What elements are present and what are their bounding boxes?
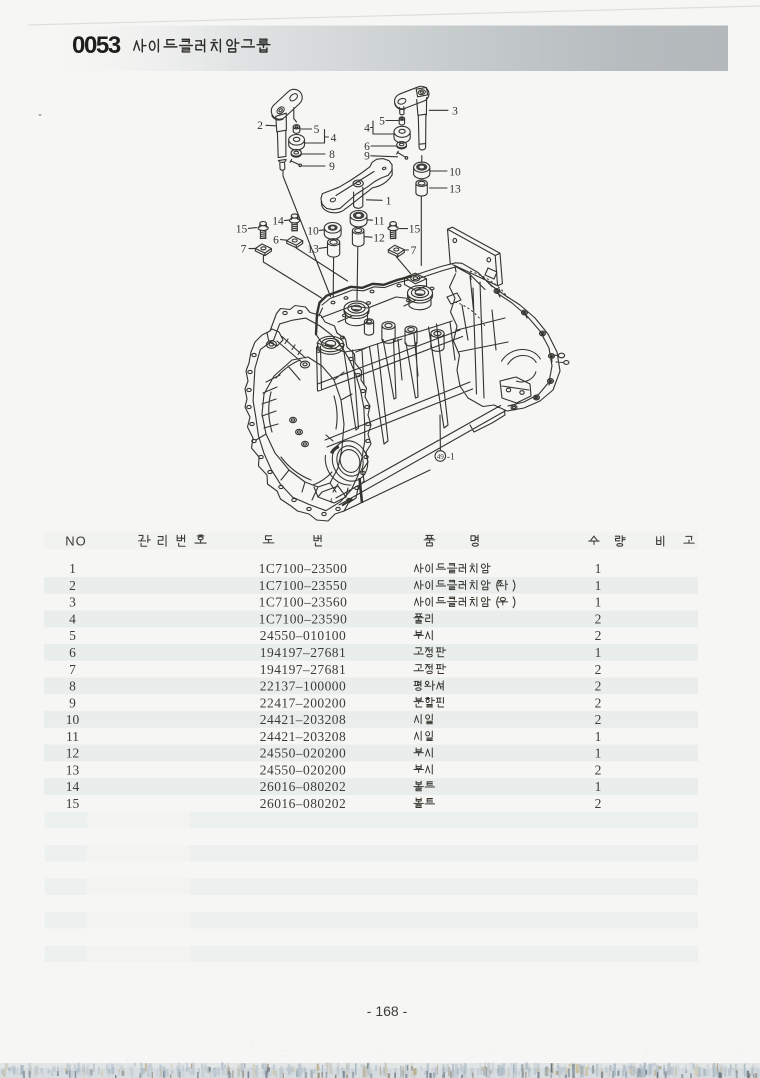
svg-text:24421–203208: 24421–203208 bbox=[260, 729, 346, 744]
svg-text:14: 14 bbox=[66, 779, 80, 794]
svg-text:1C7100–23500: 1C7100–23500 bbox=[259, 561, 348, 576]
svg-text:1C7100–23590: 1C7100–23590 bbox=[259, 611, 348, 626]
svg-text:-1: -1 bbox=[447, 452, 455, 462]
svg-text:2: 2 bbox=[595, 628, 602, 643]
svg-text:3: 3 bbox=[452, 106, 458, 118]
svg-text:2: 2 bbox=[69, 578, 76, 593]
svg-text:0053: 0053 bbox=[72, 32, 121, 59]
svg-text:22137–100000: 22137–100000 bbox=[260, 679, 346, 694]
svg-text:2: 2 bbox=[595, 762, 602, 777]
svg-text:8: 8 bbox=[329, 149, 335, 161]
svg-text:194197–27681: 194197–27681 bbox=[260, 645, 346, 660]
svg-text:2: 2 bbox=[595, 796, 602, 811]
svg-text:1: 1 bbox=[595, 746, 602, 761]
svg-text:13: 13 bbox=[66, 762, 80, 777]
svg-text:1: 1 bbox=[595, 645, 602, 660]
svg-text:13: 13 bbox=[307, 244, 319, 256]
svg-text:7: 7 bbox=[411, 245, 417, 257]
svg-text:10: 10 bbox=[307, 226, 319, 238]
svg-text:22417–200200: 22417–200200 bbox=[260, 695, 346, 710]
svg-text:194197–27681: 194197–27681 bbox=[260, 662, 346, 677]
svg-text:2: 2 bbox=[595, 712, 602, 727]
svg-text:15: 15 bbox=[66, 796, 80, 811]
svg-text:10: 10 bbox=[449, 167, 461, 179]
svg-text:6: 6 bbox=[69, 645, 76, 660]
svg-text:5: 5 bbox=[379, 116, 385, 128]
svg-text:7: 7 bbox=[241, 244, 247, 256]
svg-text:14: 14 bbox=[272, 216, 284, 228]
svg-text:9: 9 bbox=[329, 161, 335, 173]
svg-text:1: 1 bbox=[595, 729, 602, 744]
svg-text:1: 1 bbox=[595, 779, 602, 794]
svg-text:13: 13 bbox=[449, 184, 461, 196]
svg-text:12: 12 bbox=[66, 746, 80, 761]
svg-text:9: 9 bbox=[364, 151, 370, 163]
svg-text:49: 49 bbox=[437, 453, 445, 461]
svg-text:15: 15 bbox=[236, 224, 248, 236]
svg-text:4: 4 bbox=[329, 497, 333, 505]
svg-text:5: 5 bbox=[314, 124, 320, 136]
svg-text:6: 6 bbox=[364, 141, 370, 153]
svg-text:4: 4 bbox=[69, 611, 76, 626]
svg-text:1: 1 bbox=[595, 578, 602, 593]
svg-text:6: 6 bbox=[273, 235, 279, 247]
svg-text:15: 15 bbox=[409, 224, 421, 236]
svg-text:1C7100–23550: 1C7100–23550 bbox=[259, 578, 348, 593]
svg-text:8: 8 bbox=[69, 679, 76, 694]
svg-text:9: 9 bbox=[69, 695, 76, 710]
svg-text:3: 3 bbox=[69, 595, 76, 610]
svg-text:12: 12 bbox=[373, 233, 385, 245]
svg-text:24550–020200: 24550–020200 bbox=[260, 762, 346, 777]
svg-text:11: 11 bbox=[373, 216, 384, 228]
svg-text:24550–020200: 24550–020200 bbox=[260, 746, 346, 761]
svg-text:4: 4 bbox=[364, 123, 370, 135]
svg-text:- 168 -: - 168 - bbox=[367, 1003, 408, 1019]
svg-text:1: 1 bbox=[69, 561, 76, 576]
svg-text:1: 1 bbox=[595, 561, 602, 576]
svg-text:2: 2 bbox=[595, 679, 602, 694]
svg-text:26016–080202: 26016–080202 bbox=[260, 796, 346, 811]
svg-text:2: 2 bbox=[595, 611, 602, 626]
svg-text:4: 4 bbox=[331, 133, 337, 145]
svg-text:1C7100–23560: 1C7100–23560 bbox=[259, 595, 348, 610]
svg-text:5: 5 bbox=[69, 628, 76, 643]
svg-text:24421–203208: 24421–203208 bbox=[260, 712, 346, 727]
svg-text:26016–080202: 26016–080202 bbox=[260, 779, 346, 794]
svg-text:1: 1 bbox=[595, 595, 602, 610]
svg-text:1: 1 bbox=[386, 196, 392, 208]
svg-text:24550–010100: 24550–010100 bbox=[260, 628, 346, 643]
svg-text:2: 2 bbox=[257, 120, 263, 132]
svg-text:10: 10 bbox=[66, 712, 80, 727]
svg-text:7: 7 bbox=[69, 662, 76, 677]
svg-text:2: 2 bbox=[595, 662, 602, 677]
svg-text:11: 11 bbox=[66, 729, 79, 744]
svg-text:NO: NO bbox=[65, 534, 87, 549]
svg-text:2: 2 bbox=[595, 695, 602, 710]
